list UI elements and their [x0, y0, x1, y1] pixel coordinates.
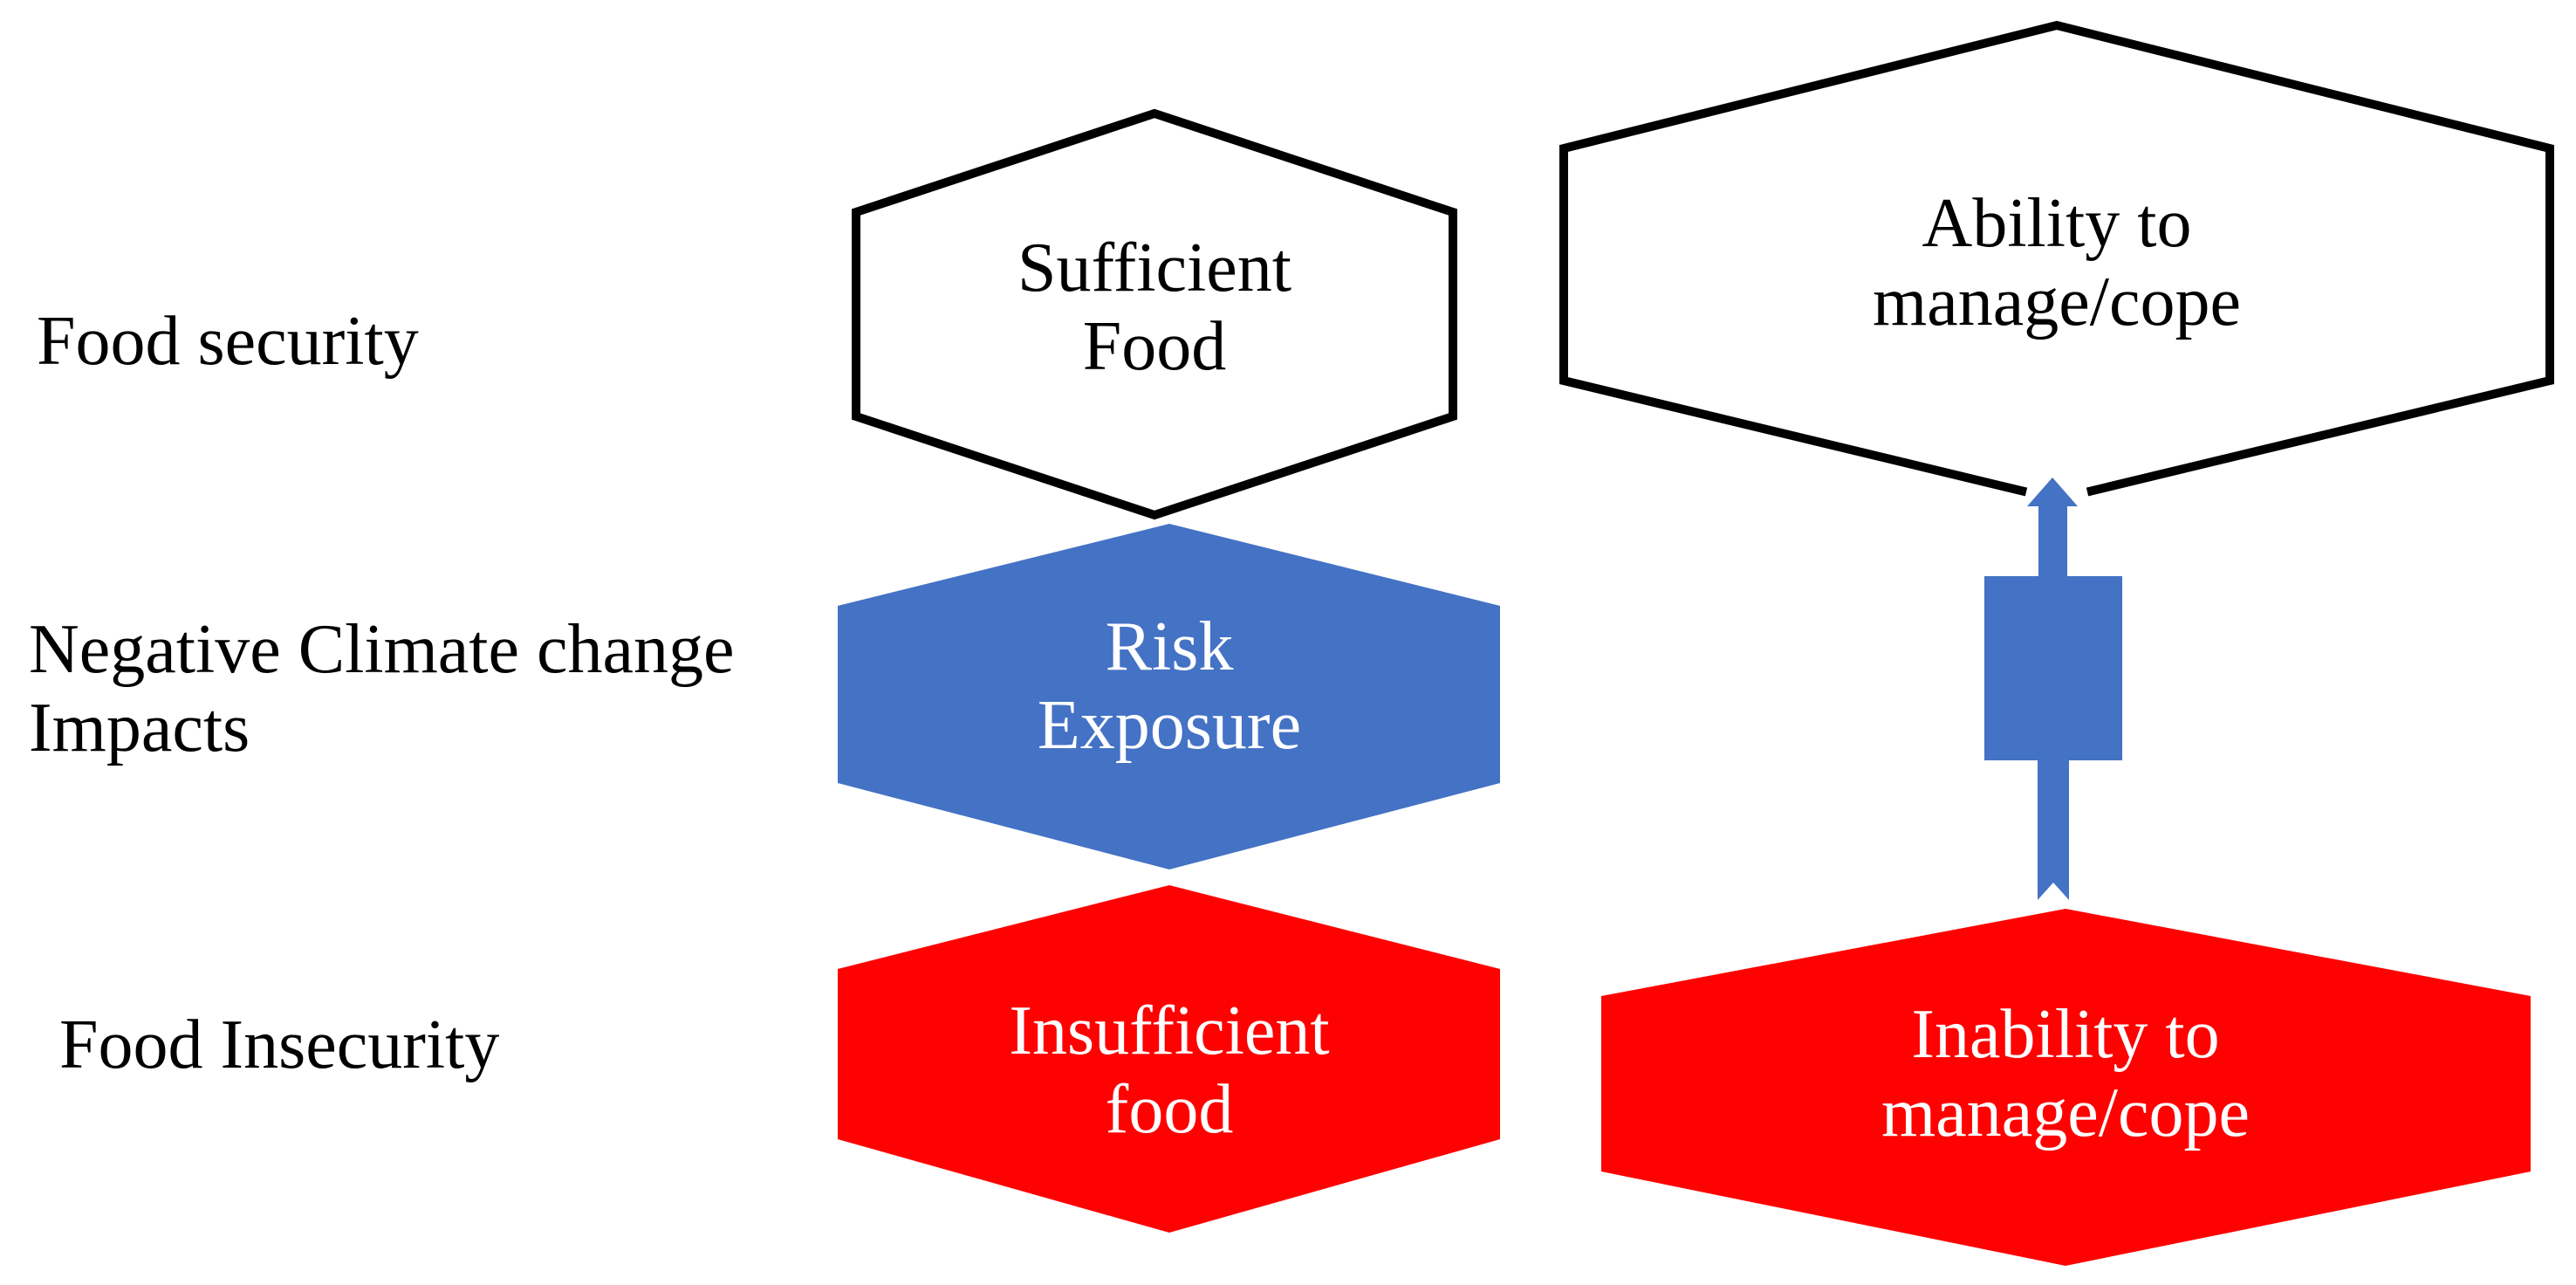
inability-to-cope-label: Inability to manage/cope	[1881, 996, 2250, 1151]
sufficient-food-label: Sufficient Food	[1017, 230, 1292, 385]
sufficient-food-hexagon	[852, 108, 1457, 520]
insufficient-food-hexagon	[838, 885, 1500, 1233]
risk-exposure-label: Risk Exposure	[1037, 608, 1302, 764]
row-label-climate-impacts: Negative Climate change Impacts	[29, 611, 735, 766]
coping-arrow	[1984, 478, 2122, 900]
insufficient-food-label: Insufficient food	[1009, 993, 1330, 1148]
ability-hexagon-outline	[1559, 20, 2554, 497]
ability-to-cope-label: Ability to manage/cope	[1873, 185, 2241, 340]
row-label-food-insecurity: Food Insecurity	[59, 1007, 500, 1083]
ability-hexagon-fill	[1564, 25, 2550, 499]
risk-exposure-hexagon	[838, 524, 1500, 869]
inability-hexagon	[1601, 909, 2531, 1266]
row-label-food-security: Food security	[37, 303, 419, 380]
